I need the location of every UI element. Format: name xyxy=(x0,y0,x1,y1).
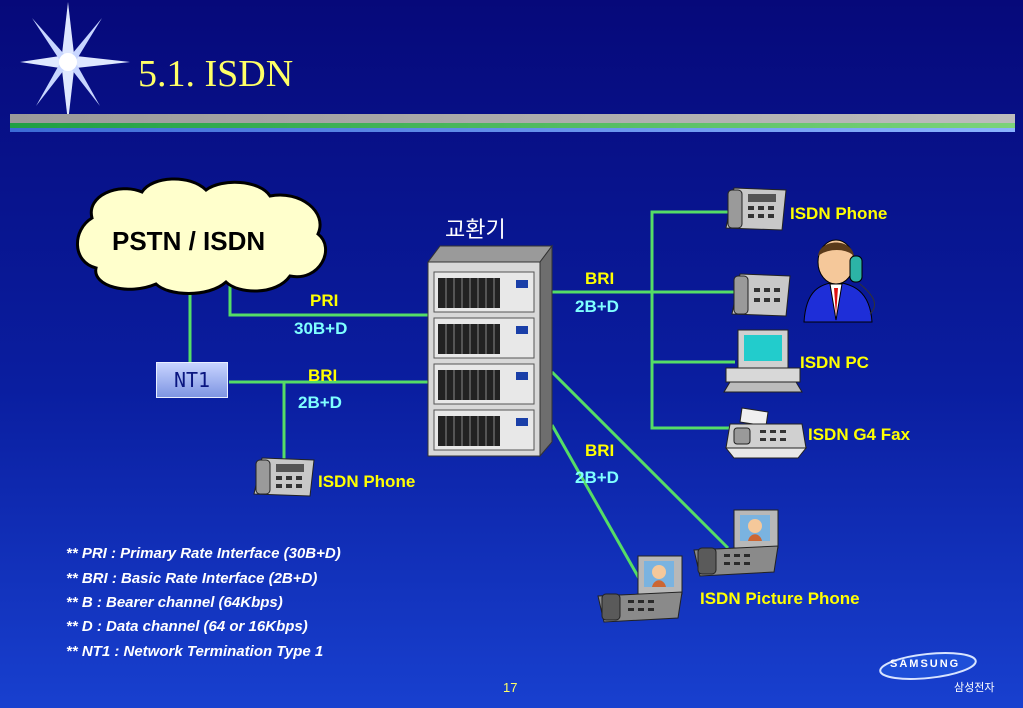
samsung-logo-text: SAMSUNG xyxy=(890,658,961,670)
isdn-fax-label: ISDN G4 Fax xyxy=(808,425,911,444)
note-d: ** D : Data channel (64 or 16Kbps) xyxy=(66,618,308,635)
isdn-picture-phone-label: ISDN Picture Phone xyxy=(700,589,860,608)
samsung-logo-icon xyxy=(879,652,977,680)
isdn-pc-icon xyxy=(723,329,803,393)
cloud-label: PSTN / ISDN xyxy=(112,226,266,256)
isdn-picture-phone-1-icon xyxy=(693,509,779,577)
picture-phone-line-1 xyxy=(550,370,730,550)
connection-lines xyxy=(188,210,735,581)
pri-line xyxy=(228,285,428,317)
bri-right-bottom-channels-label: 2B+D xyxy=(575,468,619,487)
switch-label: 교환기 xyxy=(445,218,506,243)
isdn-phone-left-label: ISDN Phone xyxy=(318,472,416,491)
title-divider-gray xyxy=(10,114,1015,123)
page-number: 17 xyxy=(503,680,518,695)
pri-label: PRI xyxy=(310,291,339,310)
right-bus-line xyxy=(650,210,735,430)
isdn-phone-right-label: ISDN Phone xyxy=(790,204,888,223)
bri-left-channels-label: 2B+D xyxy=(298,393,342,412)
isdn-fax-icon xyxy=(724,407,808,459)
isdn-phone-right-icon xyxy=(725,187,787,231)
bri-right-top-label: BRI xyxy=(585,269,615,288)
note-bri: ** BRI : Basic Rate Interface (2B+D) xyxy=(66,570,318,587)
rack-units xyxy=(433,271,535,451)
isdn-phone-left-icon xyxy=(253,457,315,497)
nt1-box: NT1 xyxy=(156,362,228,398)
company-name: 삼성전자 xyxy=(954,681,995,694)
pstn-cloud xyxy=(76,177,328,295)
isdn-pc-label: ISDN PC xyxy=(800,353,869,372)
isdn-phone-middle-icon xyxy=(731,273,791,317)
pri-channels-label: 30B+D xyxy=(294,319,348,338)
note-nt1: ** NT1 : Network Termination Type 1 xyxy=(66,643,324,660)
title-divider-blue xyxy=(10,128,1015,132)
note-pri: ** PRI : Primary Rate Interface (30B+D) xyxy=(66,545,341,562)
bri-left-label: BRI xyxy=(308,366,338,385)
bri-right-top-channels-label: 2B+D xyxy=(575,297,619,316)
picture-phone-line-2 xyxy=(550,424,642,581)
switch-rack xyxy=(427,244,553,458)
star-logo-icon xyxy=(20,2,130,122)
bri-right-bottom-label: BRI xyxy=(585,441,615,460)
isdn-picture-phone-2-icon xyxy=(597,555,683,623)
title-divider-green xyxy=(10,123,1015,128)
note-b: ** B : Bearer channel (64Kbps) xyxy=(66,594,283,611)
person-on-phone-icon xyxy=(803,239,875,323)
page-title: 5.1. ISDN xyxy=(138,53,294,95)
